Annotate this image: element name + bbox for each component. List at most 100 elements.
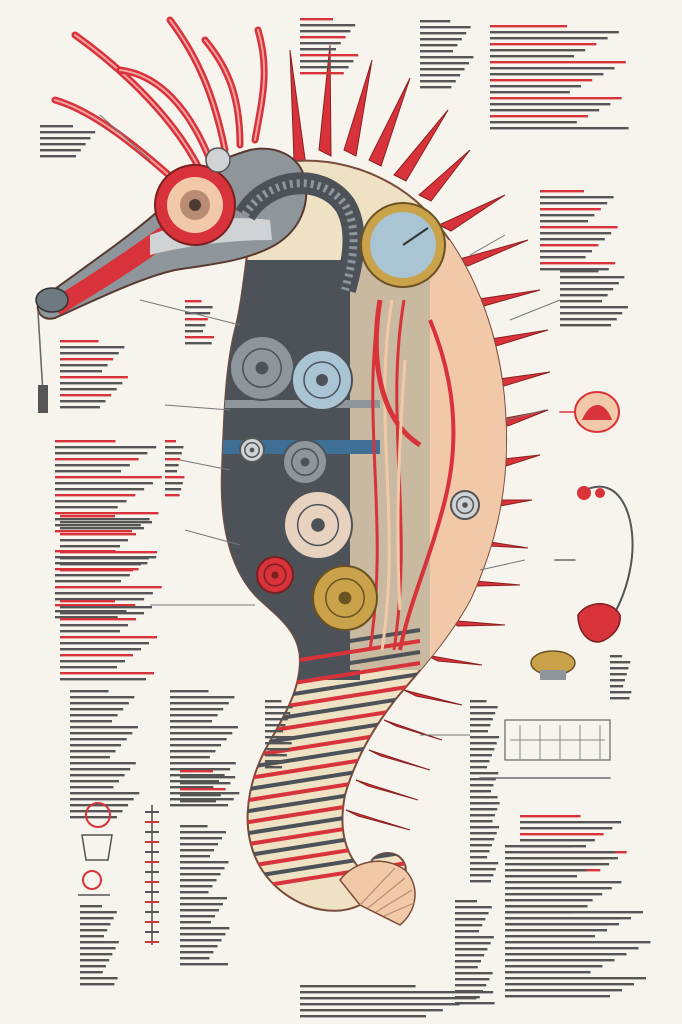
gear-hub bbox=[271, 571, 279, 579]
annotation-line bbox=[170, 702, 229, 705]
annotation-line bbox=[300, 991, 494, 994]
annotation-line bbox=[60, 678, 146, 681]
annotation-line bbox=[40, 149, 81, 152]
annotation-line bbox=[55, 616, 118, 619]
peach-cable bbox=[396, 359, 407, 611]
leader-line bbox=[139, 299, 241, 326]
annotation-line bbox=[560, 312, 623, 315]
annotation-line bbox=[560, 282, 619, 285]
annotation-line bbox=[55, 488, 145, 491]
annotation-line bbox=[60, 642, 149, 645]
annotation-line bbox=[470, 868, 496, 871]
annotation-line bbox=[300, 42, 341, 45]
red-cable-main bbox=[398, 319, 456, 651]
annotation-line bbox=[80, 935, 104, 938]
gear-ring bbox=[244, 442, 260, 458]
annotation-line bbox=[55, 464, 130, 467]
gear-ring bbox=[455, 495, 475, 515]
annotation-line bbox=[455, 954, 485, 957]
annotation-line bbox=[80, 959, 110, 962]
annotation-block bbox=[610, 655, 632, 700]
annotation-line bbox=[60, 600, 115, 603]
annotation-block bbox=[185, 300, 215, 345]
annotation-line bbox=[170, 786, 214, 789]
annotation-line bbox=[490, 37, 608, 40]
annotation-block bbox=[300, 18, 359, 75]
annotation-line bbox=[180, 843, 218, 846]
annotation-line bbox=[70, 708, 124, 711]
annotation-line bbox=[70, 816, 117, 819]
annotation-line bbox=[170, 750, 216, 753]
annotation-line bbox=[180, 873, 221, 876]
annotation-line bbox=[300, 1015, 426, 1018]
annotation-line bbox=[170, 762, 236, 765]
leader-line bbox=[504, 409, 546, 421]
annotation-line bbox=[70, 786, 114, 789]
annotation-line bbox=[165, 476, 185, 479]
annotation-line bbox=[470, 880, 491, 883]
annotation-line bbox=[490, 127, 629, 130]
annotation-line bbox=[185, 300, 202, 303]
annotation-line bbox=[60, 648, 141, 651]
annotation-line bbox=[60, 545, 120, 548]
annotation-line bbox=[490, 109, 600, 112]
annotation-block bbox=[455, 900, 495, 1005]
annotation-line bbox=[70, 774, 125, 777]
annotation-line bbox=[60, 660, 125, 663]
annotation-line bbox=[505, 971, 591, 974]
dorsal-spike bbox=[454, 239, 529, 267]
annotation-line bbox=[265, 730, 283, 733]
annotation-line bbox=[55, 556, 157, 559]
annotation-line bbox=[420, 44, 458, 47]
annotation-line bbox=[560, 276, 625, 279]
annotation-line bbox=[470, 802, 496, 805]
annotation-line bbox=[490, 121, 577, 124]
annotation-line bbox=[70, 762, 136, 765]
annotation-line bbox=[40, 131, 96, 134]
annotation-line bbox=[505, 977, 646, 980]
mechanical-figure-icon bbox=[78, 802, 113, 896]
annotation-line bbox=[265, 712, 291, 715]
gold-housing-icon bbox=[530, 650, 576, 680]
annotation-line bbox=[490, 61, 626, 64]
annotation-line bbox=[80, 905, 102, 908]
annotation-line bbox=[265, 718, 288, 721]
annotation-line bbox=[55, 586, 162, 589]
annotation-line bbox=[70, 690, 109, 693]
annotation-line bbox=[455, 942, 491, 945]
snout-tip bbox=[35, 287, 69, 313]
annotation-line bbox=[80, 983, 115, 986]
annotation-line bbox=[505, 923, 619, 926]
annotation-line bbox=[505, 905, 588, 908]
annotation-line bbox=[560, 288, 614, 291]
annotation-line bbox=[470, 730, 488, 733]
annotation-line bbox=[80, 911, 117, 914]
annotation-line bbox=[170, 714, 218, 717]
leader-line bbox=[184, 529, 241, 546]
annotation-line bbox=[540, 220, 588, 223]
annotation-line bbox=[165, 482, 183, 485]
annotation-line bbox=[265, 754, 287, 757]
annotation-line bbox=[55, 610, 127, 613]
neck-rivets bbox=[241, 179, 358, 292]
gear-ring bbox=[296, 503, 340, 547]
crest-highlight bbox=[74, 34, 201, 171]
cable-assembly-icon bbox=[554, 485, 634, 643]
annotation-line bbox=[505, 989, 622, 992]
gear-hub bbox=[249, 447, 255, 453]
annotation-line bbox=[300, 54, 359, 57]
annotation-line bbox=[60, 370, 102, 373]
annotation-line bbox=[505, 953, 627, 956]
annotation-line bbox=[170, 792, 240, 795]
annotation-line bbox=[185, 342, 212, 345]
annotation-line bbox=[610, 679, 625, 682]
annotation-line bbox=[470, 706, 498, 709]
crest-highlight bbox=[54, 99, 181, 186]
annotation-line bbox=[490, 25, 567, 28]
bridge-schematic bbox=[479, 719, 611, 779]
annotation-line bbox=[180, 927, 230, 930]
crest-highlight bbox=[254, 29, 266, 141]
annotation-line bbox=[455, 984, 487, 987]
annotation-block bbox=[80, 905, 119, 986]
annotation-line bbox=[70, 714, 118, 717]
